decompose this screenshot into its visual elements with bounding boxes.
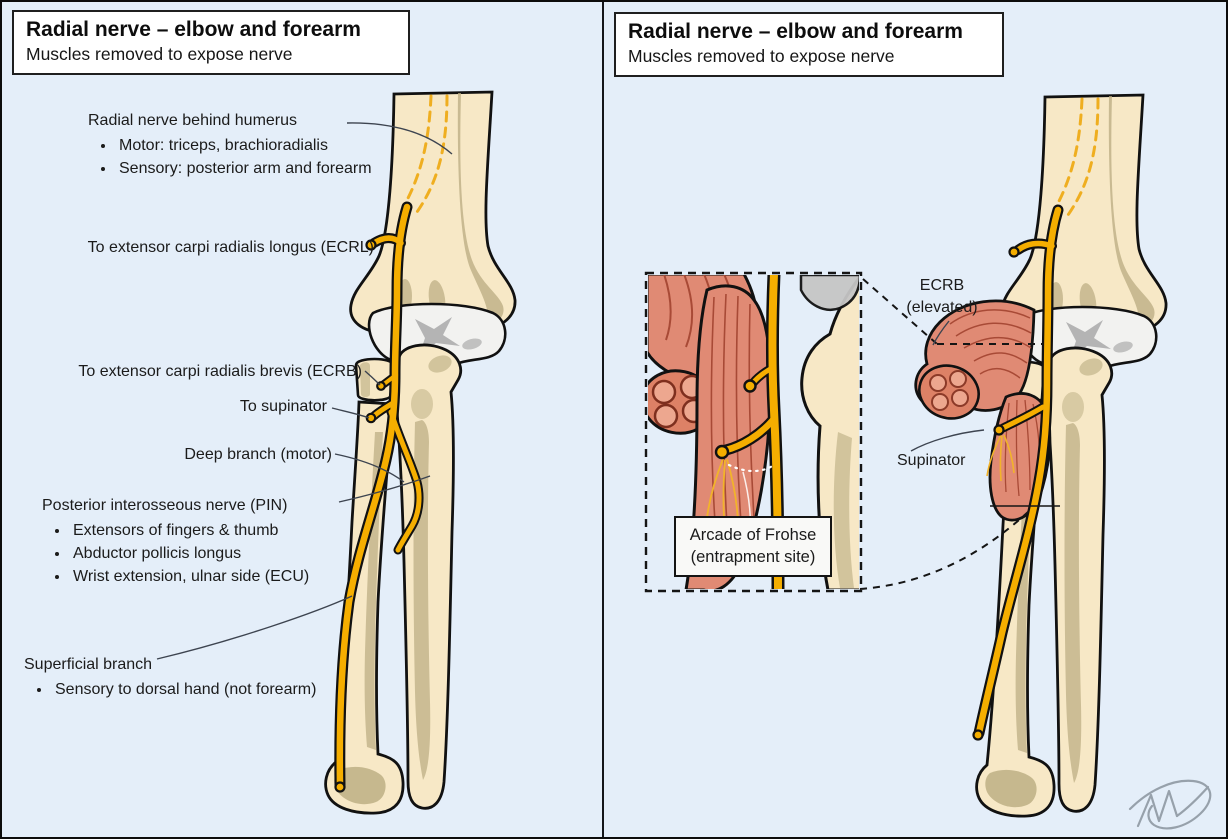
signature bbox=[1128, 779, 1212, 830]
annotation-supinator: Supinator bbox=[897, 452, 966, 469]
ecrl-branch bbox=[371, 235, 404, 246]
annotation-superficial-branch: Superficial branch Sensory to dorsal han… bbox=[24, 654, 364, 702]
inset-deep-branch bbox=[722, 416, 777, 454]
bullet-item: Abductor pollicis longus bbox=[70, 543, 382, 564]
deep-branch-right bbox=[1000, 404, 1046, 431]
inset-callout-lines bbox=[859, 278, 1043, 590]
radial-nerve-trunk-right bbox=[975, 206, 1062, 737]
annotation-heading: Radial nerve behind humerus bbox=[88, 112, 298, 129]
page-subtitle: Muscles removed to expose nerve bbox=[628, 46, 895, 66]
caption-line: Arcade of Frohse bbox=[689, 526, 817, 544]
inset-magnified-view bbox=[644, 271, 1060, 593]
ecrl-branch-right bbox=[1015, 240, 1055, 253]
radial-nerve-trunk bbox=[336, 203, 411, 789]
annotation-ecrb-elevated: ECRB (elevated) bbox=[890, 275, 994, 319]
deep-branch-pin bbox=[388, 409, 422, 553]
leader-lines-left bbox=[156, 122, 453, 660]
page-title: Radial nerve – elbow and forearm bbox=[628, 20, 963, 43]
panel-divider bbox=[602, 2, 604, 837]
annotation-posterior-interosseous-nerve: Posterior interosseous nerve (PIN) Exten… bbox=[42, 495, 382, 589]
caption-line: (entrapment site) bbox=[690, 548, 816, 566]
leader-lines-right bbox=[910, 320, 985, 452]
page-subtitle: Muscles removed to expose nerve bbox=[26, 44, 293, 64]
annotation-deep-branch: Deep branch (motor) bbox=[184, 446, 332, 463]
ecrb-branch bbox=[382, 373, 398, 386]
bullet-item: Extensors of fingers & thumb bbox=[70, 520, 382, 541]
arcade-of-frohse-dotted-edge bbox=[727, 463, 776, 473]
annotation-radial-nerve-behind-humerus: Radial nerve behind humerus Motor: trice… bbox=[88, 110, 388, 181]
left-arm-illustration bbox=[156, 90, 517, 815]
bullet-item: Motor: triceps, brachioradialis bbox=[116, 135, 388, 156]
bullet-item: Wrist extension, ulnar side (ECU) bbox=[70, 566, 382, 587]
annotation-ecrl: To extensor carpi radialis longus (ECRL) bbox=[87, 239, 374, 256]
right-arm-illustration bbox=[914, 93, 1168, 818]
page-title: Radial nerve – elbow and forearm bbox=[26, 18, 361, 41]
left-panel-title-box: Radial nerve – elbow and forearm Muscles… bbox=[12, 10, 410, 75]
annotation-heading: Superficial branch bbox=[24, 656, 153, 673]
annotation-line: (elevated) bbox=[906, 299, 978, 316]
annotation-line: ECRB bbox=[919, 277, 965, 294]
right-panel-title-box: Radial nerve – elbow and forearm Muscles… bbox=[614, 12, 1004, 77]
inset-caption-arcade-of-frohse: Arcade of Frohse (entrapment site) bbox=[674, 516, 832, 577]
muscle-fascicles bbox=[929, 370, 969, 411]
annotation-ecrb: To extensor carpi radialis brevis (ECRB) bbox=[78, 363, 362, 380]
bullet-item: Sensory to dorsal hand (not forearm) bbox=[52, 679, 364, 700]
annotation-heading: Posterior interosseous nerve (PIN) bbox=[42, 497, 288, 514]
annotation-to-supinator: To supinator bbox=[239, 398, 327, 415]
bullet-item: Sensory: posterior arm and forearm bbox=[116, 158, 388, 179]
